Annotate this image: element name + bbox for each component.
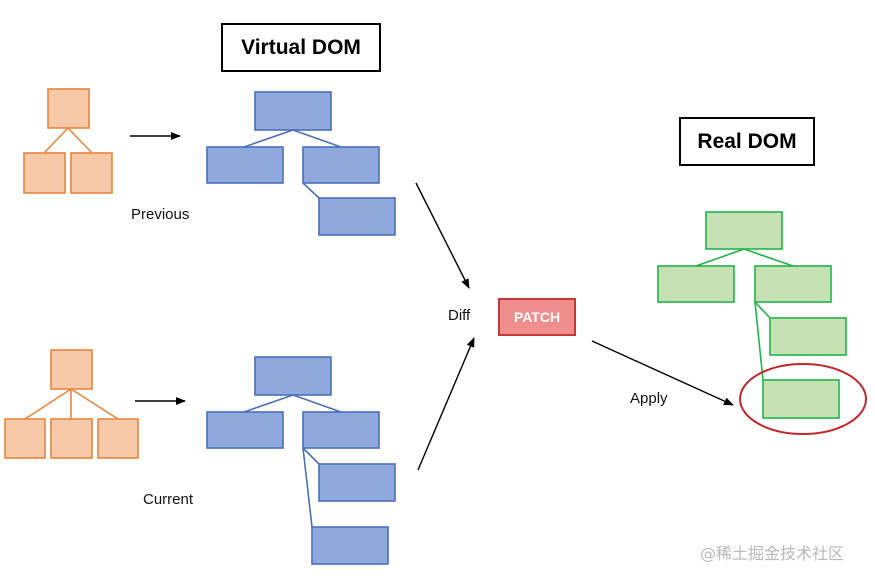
tree-node [318, 463, 396, 502]
tree-node [657, 265, 735, 303]
previous-tree [23, 88, 113, 194]
virtual-dom-current-tree [206, 356, 396, 565]
tree-node [206, 411, 284, 449]
tree-node [23, 152, 66, 194]
tree-node [97, 418, 139, 459]
tree-node [50, 418, 93, 459]
tree-node [318, 197, 396, 236]
patch-box: PATCH [498, 298, 576, 336]
tree-node [70, 152, 113, 194]
real-dom-tree [657, 211, 867, 435]
tree-node [302, 411, 380, 449]
current-label: Current [143, 491, 194, 508]
tree-node [769, 317, 847, 356]
tree-node [254, 91, 332, 131]
previous-label: Previous [131, 206, 190, 223]
tree-node [762, 379, 840, 419]
arrow-to-diff-bottom [417, 337, 475, 471]
virtual-dom-previous-tree [206, 91, 396, 236]
apply-label: Apply [630, 390, 668, 407]
tree-node [705, 211, 783, 250]
real-dom-title: Real DOM [679, 117, 815, 166]
tree-node [311, 526, 389, 565]
tree-node [302, 146, 380, 184]
tree-node [4, 418, 46, 459]
current-tree [4, 349, 139, 459]
watermark: @稀土掘金技术社区 [700, 544, 845, 563]
tree-node [50, 349, 93, 390]
arrow-apply [591, 340, 734, 406]
tree-node [47, 88, 90, 129]
tree-node [206, 146, 284, 184]
tree-node [254, 356, 332, 396]
virtual-dom-title: Virtual DOM [221, 23, 381, 72]
arrow-to-diff-top [415, 182, 470, 289]
diff-label: Diff [448, 307, 471, 324]
tree-node [754, 265, 832, 303]
highlight-ellipse [739, 363, 867, 435]
